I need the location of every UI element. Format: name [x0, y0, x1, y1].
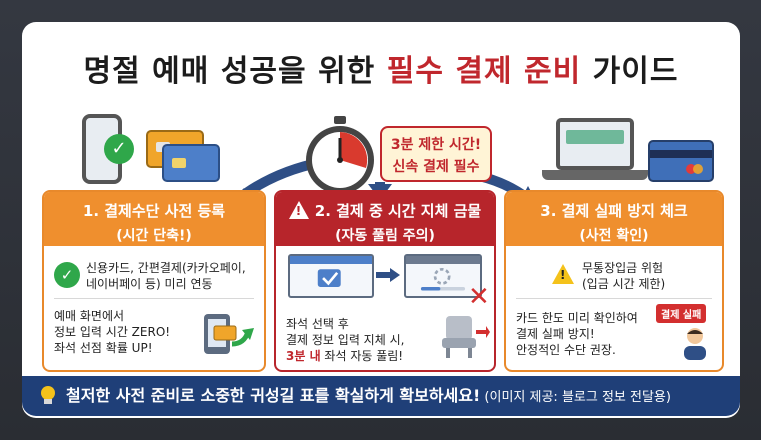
text-line: 안정적인 수단 권장.: [516, 343, 616, 357]
callout-strong: 3분: [390, 137, 414, 153]
text-line: 결제 실패 방지!: [516, 327, 595, 341]
panel-title: 1. 결제수단 사전 등록: [82, 202, 226, 220]
credit-card-icon-2: [162, 144, 220, 182]
stopwatch-icon: [298, 114, 382, 198]
text-line: 좌석 자동 풀림!: [320, 349, 404, 363]
close-icon: ✕: [468, 282, 490, 312]
divider: [516, 298, 712, 299]
loading-icon: [420, 267, 466, 291]
title-part2: 가이드: [581, 54, 679, 89]
panel3-item1: 무통장입금 위험 (입금 시간 제한): [582, 260, 712, 292]
check-icon: ✓: [54, 262, 80, 288]
arrow-right-icon: [376, 268, 400, 282]
credit-card-right-icon: [648, 140, 714, 182]
text-line: 예매 화면에서: [54, 309, 125, 323]
panel-header: 2. 결제 중 시간 지체 금물 (자동 풀림 주의): [276, 192, 494, 246]
check-icon: ✓: [104, 134, 134, 164]
panel-title: 3. 결제 실패 방지 체크: [540, 202, 688, 220]
warning-icon: [552, 264, 574, 284]
text-line: 무통장입금 위험: [582, 261, 664, 275]
panel-subtitle: (자동 풀림 주의): [335, 228, 435, 244]
callout-line1: 제한 시간!: [413, 137, 482, 153]
panel-subtitle: (시간 단축!): [116, 228, 192, 244]
title-part1: 명절 예매 성공을 위한: [83, 54, 387, 89]
phone-transfer-icon: [204, 314, 254, 354]
bulb-icon: [41, 386, 55, 404]
panel3-item2: 카드 한도 미리 확인하여 결제 실패 방지! 안정적인 수단 권장.: [516, 310, 712, 358]
laptop-icon: [556, 118, 634, 170]
payment-fail-badge: 결제 실패: [656, 304, 707, 323]
text-line: 네이버페이 등) 미리 연동: [86, 277, 213, 291]
time-limit-callout: 3분 제한 시간! 신속 결제 필수: [380, 126, 492, 182]
warning-icon: [288, 201, 309, 219]
footer-banner: 철저한 사전 준비로 소중한 귀성길 표를 확실하게 확보하세요! (이미지 제…: [22, 376, 740, 416]
text-line: 카드 한도 미리 확인하여: [516, 311, 638, 325]
text-strong: 3분 내: [286, 349, 321, 363]
text-line: (입금 시간 제한): [582, 277, 666, 291]
panel2-item2: 좌석 선택 후 결제 정보 입력 지체 시, 3분 내 좌석 자동 풀림!: [286, 316, 436, 364]
loading-screen: [404, 254, 482, 298]
text-line: 정보 입력 시간 ZERO!: [54, 325, 171, 339]
text-line: 결제 정보 입력 지체 시,: [286, 333, 405, 347]
seat-icon: [317, 269, 341, 287]
panel-no-delay: 2. 결제 중 시간 지체 금물 (자동 풀림 주의) ✕ 좌석 선택 후 결제…: [274, 190, 496, 372]
page-title: 명절 예매 성공을 위한 필수 결제 준비 가이드: [22, 46, 740, 90]
person-icon: [684, 328, 706, 360]
text-line: 신용카드, 간편결제(카카오페이,: [86, 261, 246, 275]
callout-line2: 신속 결제 필수: [392, 159, 480, 175]
panel-title: 2. 결제 중 시간 지체 금물: [314, 202, 482, 220]
empty-seat-icon: [442, 316, 490, 358]
footer-main: 철저한 사전 준비로 소중한 귀성길 표를 확실하게 확보하세요!: [66, 386, 481, 405]
laptop-base: [542, 170, 648, 180]
divider: [54, 298, 254, 299]
panel1-item1: 신용카드, 간편결제(카카오페이, 네이버페이 등) 미리 연동: [86, 260, 254, 292]
panel-subtitle: (사전 확인): [579, 228, 649, 244]
panel-failure-prevention: 3. 결제 실패 방지 체크 (사전 확인) 무통장입금 위험 (입금 시간 제…: [504, 190, 724, 372]
seat-select-screen: [288, 254, 374, 298]
panel-header: 1. 결제수단 사전 등록 (시간 단축!): [44, 192, 264, 246]
panel1-item2: 예매 화면에서 정보 입력 시간 ZERO! 좌석 선점 확률 UP!: [54, 308, 254, 356]
text-line: 좌석 선택 후: [286, 317, 349, 331]
footer-note: (이미지 제공: 블로그 정보 전달용): [480, 390, 671, 405]
text-line: 좌석 선점 확률 UP!: [54, 341, 153, 355]
panel-payment-registration: 1. 결제수단 사전 등록 (시간 단축!) ✓ 신용카드, 간편결제(카카오페…: [42, 190, 266, 372]
panel-header: 3. 결제 실패 방지 체크 (사전 확인): [506, 192, 722, 246]
title-accent: 필수 결제 준비: [386, 54, 582, 89]
infographic-card: 명절 예매 성공을 위한 필수 결제 준비 가이드 ✓ 3분 제한 시간! 신속…: [22, 22, 740, 418]
